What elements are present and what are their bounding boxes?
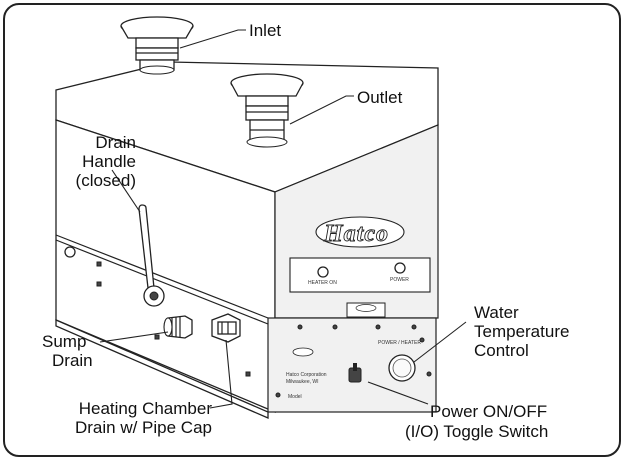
svg-text:Hatco Corporation: Hatco Corporation [286, 372, 327, 378]
outlet-fitting [230, 73, 304, 148]
heater-unit: Hatco HEATER ON POWER POWER / HEATER Hat… [55, 61, 439, 419]
indicator-panel [289, 257, 431, 293]
drain-handle [138, 204, 165, 307]
side-hole [64, 246, 76, 258]
label-drain-handle-1: Drain [95, 133, 136, 152]
leader-lines [99, 29, 467, 409]
label-heating-chamber-2: Drain w/ Pipe Cap [75, 418, 212, 437]
label-drain-handle-2: Handle [82, 152, 136, 171]
label-outlet: Outlet [357, 88, 403, 107]
label-water-temp-1: Water [474, 303, 519, 322]
svg-text:Milwaukee, WI: Milwaukee, WI [286, 379, 319, 385]
indicator-light-right [394, 262, 406, 274]
svg-text:HEATER ON: HEATER ON [308, 280, 337, 286]
inlet-fitting [120, 16, 194, 75]
label-drain-handle-3: (closed) [76, 171, 136, 190]
label-sump-drain-2: Drain [52, 351, 93, 370]
label-water-temp-3: Control [474, 341, 529, 360]
label-water-temp-2: Temperature [474, 322, 569, 341]
sump-drain-fitting [163, 315, 193, 339]
svg-text:POWER / HEATER: POWER / HEATER [378, 340, 421, 346]
label-power-switch-1: Power ON/OFF [430, 402, 547, 421]
svg-text:Model: Model [288, 394, 302, 400]
label-sump-drain-1: Sump [42, 332, 86, 351]
label-inlet: Inlet [249, 21, 281, 40]
svg-text:POWER: POWER [390, 277, 409, 283]
labels: Inlet Outlet Drain Handle (closed) Sump … [42, 21, 569, 441]
heating-chamber-drain-cap [211, 313, 241, 343]
hatco-logo-oval [315, 216, 405, 248]
label-power-switch-2: (I/O) Toggle Switch [405, 422, 548, 441]
hatco-logo: Hatco [323, 221, 389, 247]
indicator-light-left [317, 266, 329, 278]
label-heating-chamber-1: Heating Chamber [79, 399, 213, 418]
